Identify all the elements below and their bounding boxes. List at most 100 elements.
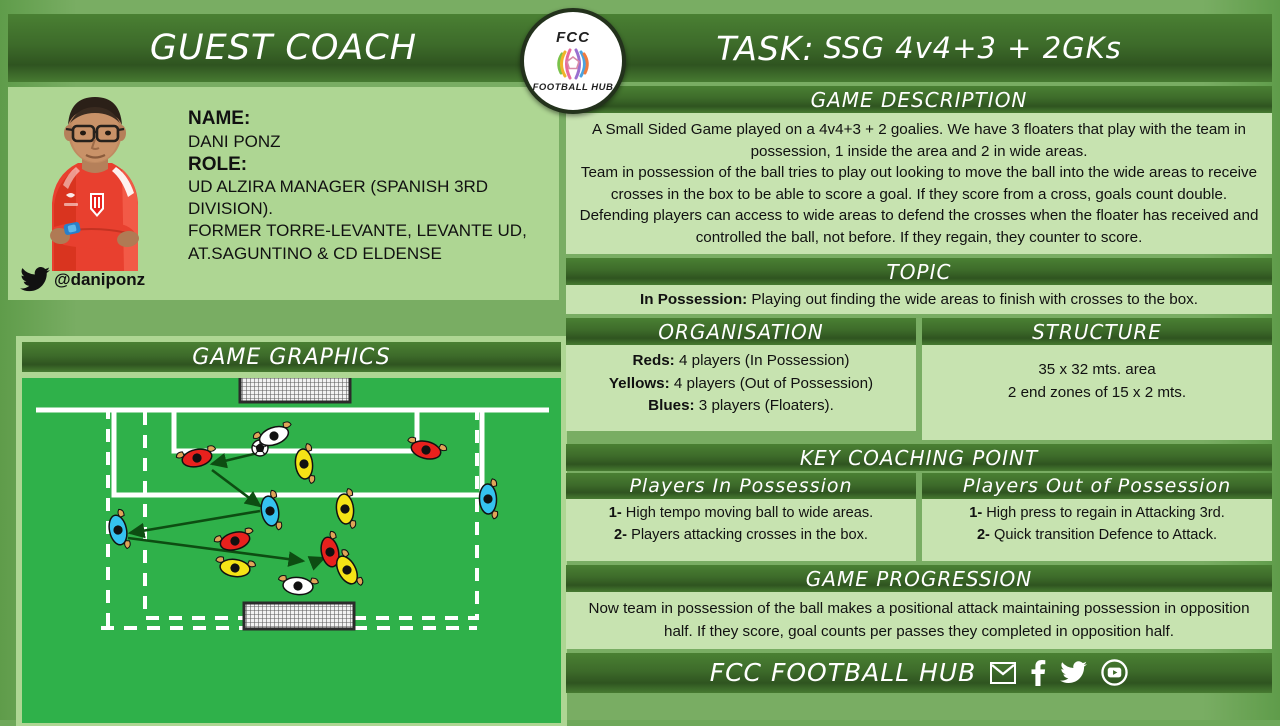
kcp-point: 1- High press to regain in Attacking 3rd… (928, 503, 1266, 525)
pitch-svg (22, 378, 561, 723)
goalkeeper-bottom (277, 575, 319, 596)
structure-body: 35 x 32 mts. area 2 end zones of 15 x 2 … (922, 345, 1272, 441)
footer-bar: FCC FOOTBALL HUB (566, 652, 1272, 693)
pitch-diagram (22, 378, 561, 723)
yellow-player-1 (294, 443, 316, 484)
kcp-out-of-possession-header: Players Out of Possession (922, 473, 1272, 500)
key-coaching-point-row: Players In Possession 1- High tempo movi… (566, 473, 1272, 562)
game-progression-header: GAME PROGRESSION (566, 565, 1272, 593)
topic-header: TOPIC (566, 258, 1272, 286)
topic-text: Playing out finding the wide areas to fi… (747, 291, 1198, 309)
key-coaching-point-header: KEY COACHING POINT (566, 444, 1272, 472)
yellow-player-4 (335, 549, 364, 586)
twitter-handle-row[interactable]: @daniponz (20, 267, 145, 292)
role-line-2: DIVISION). (188, 199, 274, 219)
description-paragraph-2: Team in possession of the ball tries to … (580, 164, 1258, 203)
structure-col: STRUCTURE 35 x 32 mts. area 2 end zones … (922, 318, 1272, 441)
coach-photo-wrap: @daniponz (16, 93, 176, 296)
organisation-row: Yellows: 4 players (Out of Possession) (574, 373, 908, 395)
organisation-label: Blues: (648, 396, 695, 414)
cross-arrow-4 (127, 536, 306, 567)
topic-body: In Possession: Playing out finding the w… (566, 285, 1272, 315)
organisation-body: Reds: 4 players (In Possession) Yellows:… (566, 345, 916, 432)
kcp-point: 1- High tempo moving ball to wide areas. (572, 503, 910, 525)
kcp-point-text: Quick transition Defence to Attack. (989, 527, 1218, 544)
kcp-in-possession-header: Players In Possession (566, 473, 916, 500)
organisation-row: Reds: 4 players (In Possession) (574, 350, 908, 372)
organisation-structure-row: ORGANISATION Reds: 4 players (In Possess… (566, 318, 1272, 441)
kcp-out-of-possession-col: Players Out of Possession 1- High press … (922, 473, 1272, 562)
structure-header: STRUCTURE (922, 318, 1272, 346)
organisation-col: ORGANISATION Reds: 4 players (In Possess… (566, 318, 916, 440)
kcp-point-number: 1- (969, 505, 983, 522)
footer-brand: FCC FOOTBALL HUB (709, 658, 977, 688)
task-header: TASK: SSG 4v4+3 + 2GKs (566, 14, 1272, 82)
right-column: TASK: SSG 4v4+3 + 2GKs GAME DESCRIPTION … (566, 14, 1272, 693)
blue-floater-center (260, 489, 283, 531)
kcp-point-text: High tempo moving ball to wide areas. (621, 505, 874, 522)
kcp-point-text: Players attacking crosses in the box. (627, 527, 868, 544)
blue-floater-right (478, 478, 499, 520)
task-label: TASK: (716, 28, 815, 68)
twitter-handle-text: @daniponz (54, 269, 146, 289)
name-label: NAME: (188, 108, 251, 129)
left-column: GUEST COACH (8, 14, 567, 726)
youtube-icon[interactable] (1101, 659, 1128, 686)
kcp-in-possession-body: 1- High tempo moving ball to wide areas.… (566, 499, 916, 562)
pass-arrow-3 (127, 509, 261, 539)
facebook-icon[interactable] (1030, 659, 1046, 686)
run-arrow-dashed (307, 556, 327, 571)
goalkeeper-top (252, 421, 292, 447)
game-progression-body: Now team in possession of the ball makes… (566, 592, 1272, 649)
structure-line-1: 35 x 32 mts. area (1038, 361, 1156, 379)
description-paragraph-3: Defending players can access to wide are… (579, 207, 1259, 246)
logo-ball-icon (553, 47, 593, 81)
task-value: SSG 4v4+3 + 2GKs (823, 31, 1122, 65)
game-graphics-panel: GAME GRAPHICS (16, 336, 567, 726)
kcp-point-number: 1- (608, 505, 622, 522)
pass-arrow-2 (211, 468, 262, 508)
pass-arrow-1 (209, 451, 259, 469)
fcc-logo: FCC FOOTBALL HUB (520, 8, 626, 114)
kcp-out-of-possession-body: 1- High press to regain in Attacking 3rd… (922, 499, 1272, 562)
structure-line-2: 2 end zones of 15 x 2 mts. (1007, 383, 1187, 401)
kcp-point-number: 2- (614, 527, 628, 544)
organisation-row: Blues: 3 players (Floaters). (574, 395, 908, 417)
kcp-in-possession-col: Players In Possession 1- High tempo movi… (566, 473, 916, 562)
game-description-body: A Small Sided Game played on a 4v4+3 + 2… (566, 113, 1272, 255)
topic-label: In Possession: (639, 291, 748, 309)
red-player-1 (175, 445, 217, 468)
gmail-icon[interactable] (990, 661, 1017, 684)
role-label: ROLE: (188, 153, 248, 175)
goal-top (238, 378, 352, 404)
players-layer (108, 421, 499, 596)
organisation-text: 4 players (In Possession) (674, 352, 850, 370)
red-player-3 (213, 527, 254, 551)
game-description-header: GAME DESCRIPTION (566, 86, 1272, 113)
organisation-label: Reds: (632, 352, 675, 370)
guest-coach-header: GUEST COACH (8, 14, 559, 82)
red-player-2 (407, 436, 448, 460)
organisation-label: Yellows: (608, 374, 670, 392)
logo-bottom-text: FOOTBALL HUB (532, 82, 614, 93)
coach-info: NAME: DANI PONZ ROLE: UD ALZIRA MANAGER … (176, 93, 555, 296)
organisation-header: ORGANISATION (566, 318, 916, 346)
kcp-point-number: 2- (976, 527, 990, 544)
organisation-text: 4 players (Out of Possession) (669, 374, 874, 392)
kcp-point: 2- Quick transition Defence to Attack. (928, 525, 1266, 547)
logo-top-text: FCC (556, 29, 590, 46)
yellow-player-3 (215, 556, 257, 578)
role-line-1: UD ALZIRA MANAGER (SPANISH 3RD (188, 177, 489, 197)
goal-bottom (242, 601, 356, 631)
blue-floater-left (108, 508, 131, 550)
kcp-point: 2- Players attacking crosses in the box. (572, 525, 910, 547)
game-graphics-header: GAME GRAPHICS (22, 342, 561, 372)
description-paragraph-1: A Small Sided Game played on a 4v4+3 + 2… (591, 121, 1246, 160)
kcp-point-text: High press to regain in Attacking 3rd. (982, 505, 1225, 522)
twitter-icon[interactable] (1060, 661, 1088, 684)
organisation-text: 3 players (Floaters). (694, 396, 834, 414)
name-value: DANI PONZ (188, 131, 281, 151)
role-line-3: FORMER TORRE-LEVANTE, LEVANTE UD, (188, 221, 527, 241)
coach-profile-panel: @daniponz NAME: DANI PONZ ROLE: UD ALZIR… (8, 87, 559, 300)
